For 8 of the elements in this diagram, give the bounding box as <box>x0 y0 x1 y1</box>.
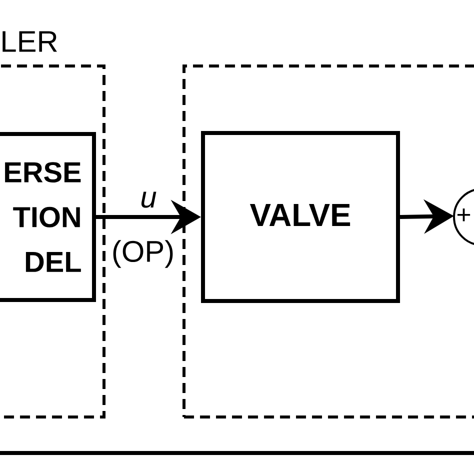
block-box: VALVE <box>201 131 400 303</box>
block-box: ERSE TION DEL <box>0 132 96 302</box>
edge-label: u <box>139 190 158 209</box>
signal-label: (OP) <box>113 240 173 268</box>
group-heading: LER <box>2 31 57 52</box>
dashed-group-box <box>182 64 474 418</box>
dashed-group-box <box>0 64 106 418</box>
summing-junction: + <box>453 188 474 246</box>
